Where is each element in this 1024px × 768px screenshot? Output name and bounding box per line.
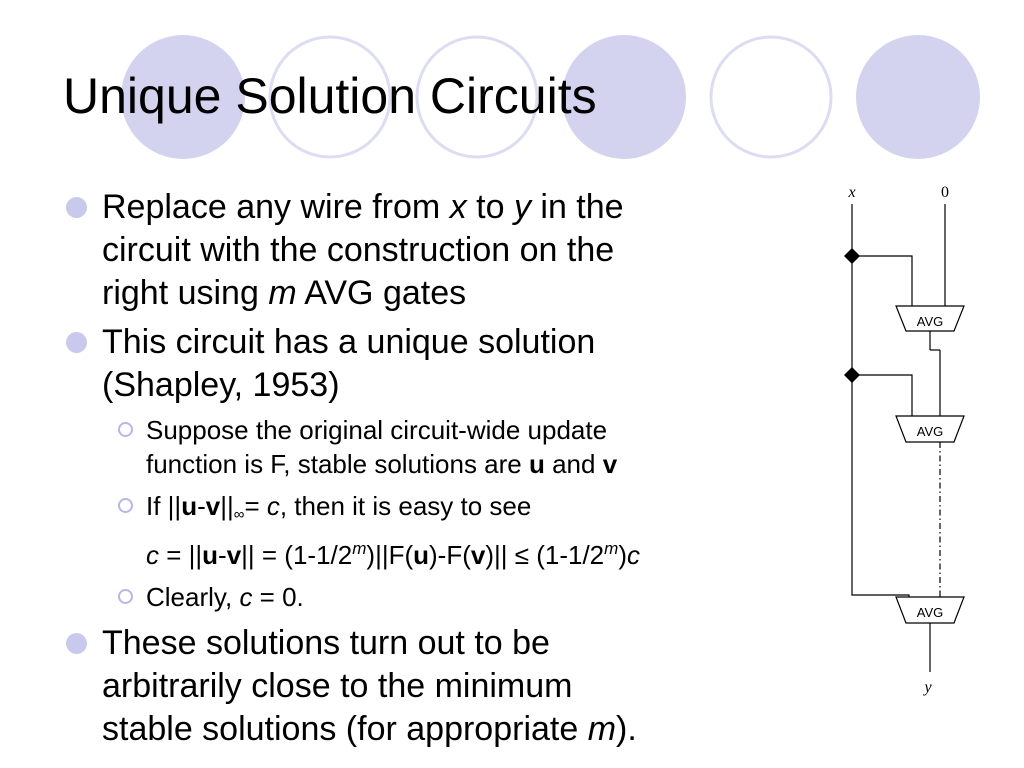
text-run: If || [146, 491, 182, 521]
text-line: stable solutions (for appropriate m). [102, 708, 786, 751]
text-run: u [202, 540, 219, 570]
text-run: c [266, 491, 280, 521]
text-run: (Shapley, 1953) [102, 366, 340, 404]
junction-diamond [844, 248, 860, 264]
text-run: v [205, 491, 221, 521]
slide-title: Unique Solution Circuits [63, 68, 597, 124]
text-run: arbitrarily close to the minimum [102, 667, 573, 705]
text-run: )-F( [429, 540, 471, 570]
text-run: u [413, 540, 430, 570]
text-run: ). [616, 710, 637, 748]
text-line: right using m AVG gates [102, 272, 786, 315]
text-line: (Shapley, 1953) [102, 364, 786, 407]
circuit-wires [851, 204, 946, 672]
sub-bullet-item: Clearly, c = 0. [66, 580, 786, 614]
text-run: u [181, 491, 198, 521]
ring-circle [268, 35, 392, 159]
text-run: )||F( [366, 540, 414, 570]
text-run: c [239, 582, 253, 612]
text-run: Suppose the original circuit-wide update [146, 415, 608, 445]
text-run: v [470, 540, 486, 570]
text-run: in the [530, 188, 624, 226]
text-line: circuit with the construction on the [102, 229, 786, 272]
text-run: right using [102, 274, 269, 312]
input-zero-label: 0 [941, 184, 949, 201]
bullet-item: These solutions turn out to be arbitraril… [66, 622, 786, 751]
text-run: Clearly, [146, 582, 240, 612]
text-run: function is F, stable solutions are [146, 449, 529, 479]
sub-bullet-ring-icon [118, 422, 133, 437]
text-run: - [218, 540, 227, 570]
bullet-dot-icon [66, 633, 87, 654]
text-line: arbitrarily close to the minimum [102, 665, 786, 708]
avg-circuit-diagram: x 0 AVG AVG AVG y [844, 184, 965, 696]
text-run: )|| ≤ (1-1/2 [485, 540, 605, 570]
text-run: Replace any wire from [102, 188, 450, 226]
output-y-label: y [922, 679, 932, 696]
text-run: || [220, 491, 234, 521]
input-x-label: x [847, 184, 855, 201]
text-line: Replace any wire from x to y in the [102, 186, 786, 229]
text-run: to [466, 188, 514, 226]
text-run: , then it is easy to see [279, 491, 532, 521]
text-run: y [513, 188, 531, 226]
text-line: c = ||u-v|| = (1-1/2m)||F(u)-F(v)|| ≤ (1… [146, 532, 786, 572]
text-run: stable solutions (for appropriate [102, 710, 588, 748]
bullet-dot-icon [66, 332, 87, 353]
avg-gate-label: AVG [917, 605, 944, 620]
text-line: This circuit has a unique solution [102, 321, 786, 364]
x-branch-wire [851, 540, 910, 597]
sub-bullet-ring-icon [118, 498, 133, 513]
text-run: v [226, 540, 242, 570]
branch-wire [852, 255, 913, 306]
junction-diamond [844, 367, 860, 383]
text-run: ∞ [233, 506, 245, 523]
sub-bullet-ring-icon [118, 589, 133, 604]
text-run: m [587, 710, 617, 748]
decorative-circles [121, 35, 980, 159]
avg-gate: AVG [895, 305, 965, 332]
text-run: x [449, 188, 467, 226]
avg-gate: AVG [895, 596, 965, 624]
filled-circle [121, 35, 245, 159]
text-run: m [268, 274, 297, 312]
text-run: This circuit has a unique solution [102, 323, 596, 361]
text-run: u [528, 449, 545, 479]
filled-circle [562, 35, 686, 159]
text-run: v [602, 449, 618, 479]
text-run: c [146, 540, 159, 570]
text-line: Suppose the original circuit-wide update [146, 413, 786, 447]
filled-circle [856, 35, 980, 159]
branch-wire [852, 374, 913, 416]
text-run: AVG gates [296, 274, 467, 312]
text-run: = 0. [252, 582, 304, 612]
text-run: - [197, 491, 206, 521]
text-line: function is F, stable solutions are u an… [146, 447, 786, 481]
text-run: m [352, 539, 367, 558]
ring-circle [709, 35, 833, 159]
bullet-dot-icon [66, 197, 87, 218]
ring-circle [415, 35, 539, 159]
text-run: = [244, 491, 267, 521]
text-run: ) [618, 540, 627, 570]
avg-gate-label: AVG [917, 314, 944, 329]
avg-gate: AVG [895, 415, 965, 443]
text-run: These solutions turn out to be [102, 624, 550, 662]
text-line: These solutions turn out to be [102, 622, 786, 665]
text-run: = || [159, 540, 203, 570]
text-run: circuit with the construction on the [102, 231, 615, 269]
text-run: m [604, 539, 619, 558]
sub-bullet-item: Suppose the original circuit-wide update… [66, 413, 786, 481]
text-run: c [627, 540, 640, 570]
avg-gate-label: AVG [917, 424, 944, 439]
text-run: || = (1-1/2 [241, 540, 353, 570]
text-line: Clearly, c = 0. [146, 580, 786, 614]
text-line: If ||u-v||∞= c, then it is easy to see [146, 489, 786, 532]
text-run: and [544, 449, 603, 479]
bullet-item: This circuit has a unique solution (Shapl… [66, 321, 786, 407]
